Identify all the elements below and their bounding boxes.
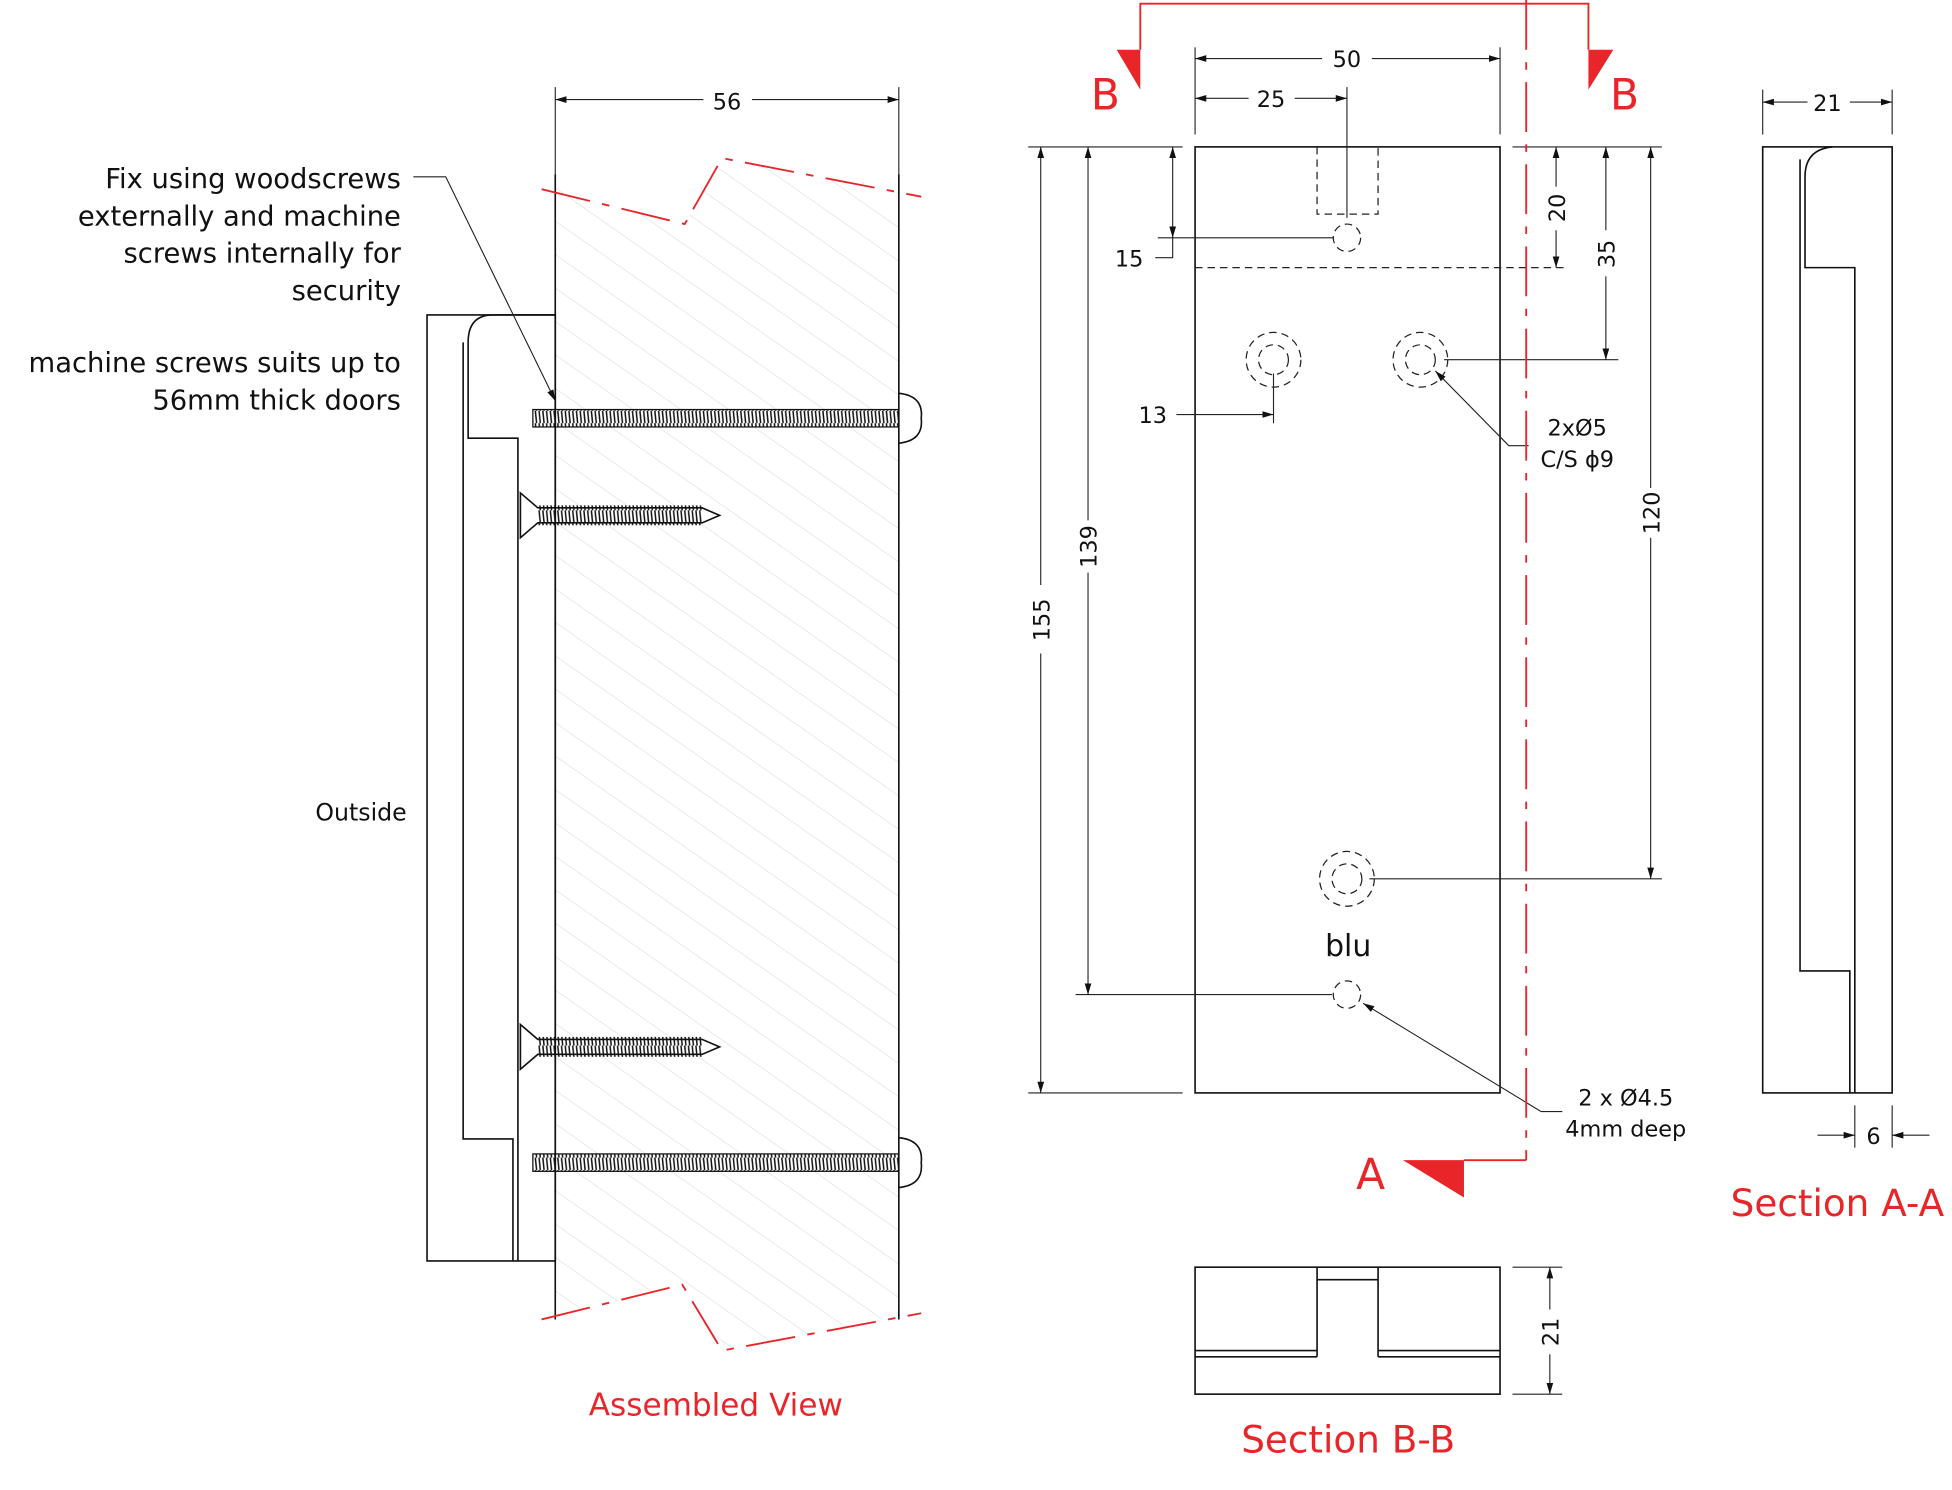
svg-text:25: 25 (1257, 87, 1286, 113)
svg-text:139: 139 (1077, 525, 1103, 568)
break-line-top (541, 157, 922, 226)
woodscrew-top (519, 491, 722, 540)
svg-text:155: 155 (1029, 599, 1055, 642)
outside-label: Outside (315, 798, 406, 826)
svg-text:Fix using woodscrews: Fix using woodscrews (105, 164, 401, 195)
woodscrew-bottom (519, 1022, 722, 1072)
callout-countersunk: 2xØ5 (1548, 416, 1607, 442)
brand-logo: blu (1325, 929, 1371, 964)
handle-profile (426, 314, 557, 1262)
section-marker-b: B (1091, 71, 1120, 120)
section-a-a: 21 6 Section A-A (1731, 89, 1945, 1225)
svg-text:20: 20 (1545, 194, 1571, 222)
svg-text:screws internally for: screws internally for (124, 239, 402, 270)
svg-text:15: 15 (1115, 246, 1144, 272)
svg-text:35: 35 (1595, 240, 1621, 269)
assembled-view-title: Assembled View (589, 1387, 843, 1423)
blind-hole (1332, 980, 1362, 1009)
svg-text:21: 21 (1539, 1318, 1565, 1347)
section-cut-lines (1116, 0, 1614, 1198)
svg-text:13: 13 (1139, 403, 1168, 429)
svg-text:56mm thick doors: 56mm thick doors (152, 386, 401, 417)
section-marker-b: B (1610, 71, 1639, 120)
section-b-b-title: Section B-B (1241, 1418, 1455, 1462)
svg-text:C/S ϕ9: C/S ϕ9 (1540, 447, 1614, 473)
machine-screw-bottom (532, 1136, 923, 1189)
dim-56: 56 (713, 90, 741, 116)
svg-text:externally and machine: externally and machine (78, 201, 401, 232)
svg-text:4mm deep: 4mm deep (1565, 1116, 1686, 1142)
svg-text:security: security (292, 276, 401, 307)
machine-screw-top (532, 392, 923, 444)
svg-text:21: 21 (1813, 91, 1841, 117)
section-b-b: 21 Section B-B (1194, 1266, 1565, 1462)
break-line-bottom (541, 1283, 922, 1352)
assembled-view: 56 Fix using woodscrews externally and m… (29, 87, 923, 1423)
svg-text:120: 120 (1639, 491, 1665, 534)
countersunk-hole (1245, 331, 1449, 907)
callout-blind-hole: 2 x Ø4.5 (1578, 1085, 1673, 1111)
blind-hole (1332, 223, 1362, 253)
svg-text:6: 6 (1866, 1124, 1880, 1150)
svg-text:50: 50 (1333, 47, 1362, 73)
section-marker-a: A (1356, 1150, 1385, 1199)
front-view: blu 50 25 155 139 15 13 20 (1028, 0, 1686, 1199)
svg-text:machine screws suits up to: machine screws suits up to (29, 348, 401, 379)
section-a-a-title: Section A-A (1731, 1181, 1945, 1225)
fixing-note: Fix using woodscrews externally and mach… (29, 164, 402, 417)
